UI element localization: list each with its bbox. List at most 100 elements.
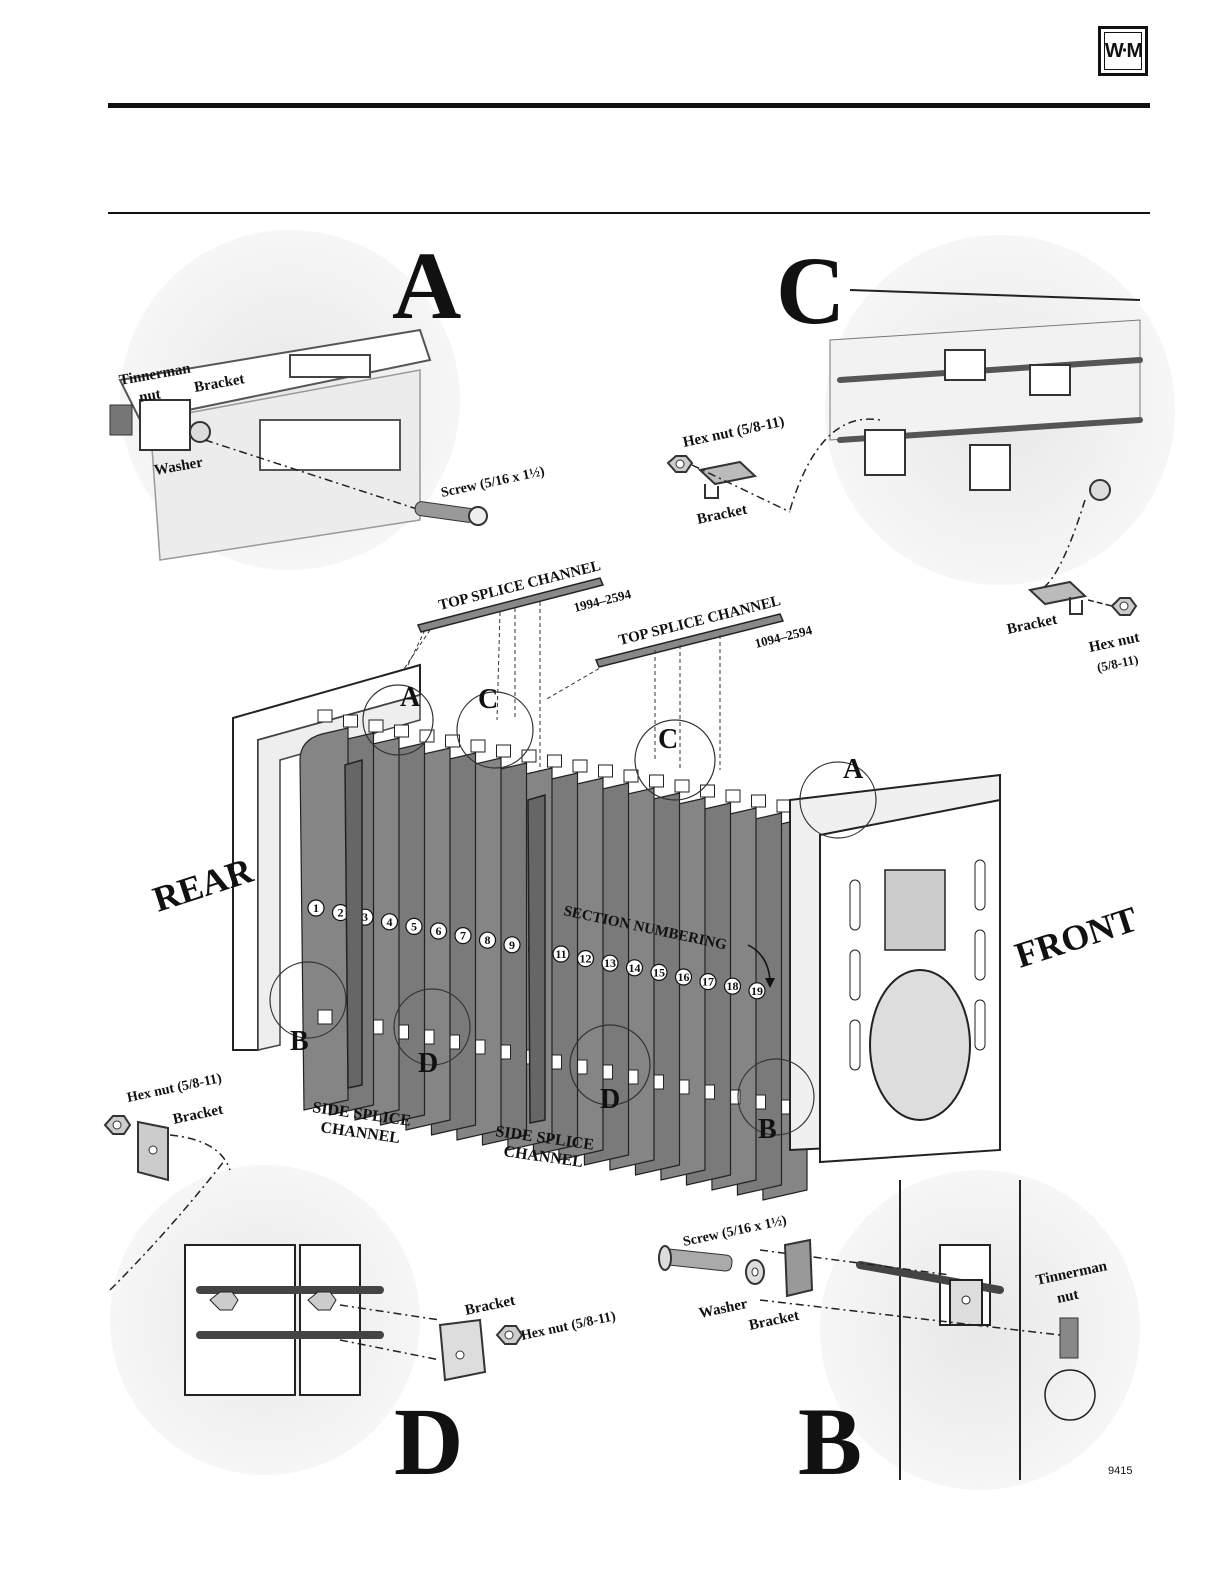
section-number-circle <box>625 959 644 977</box>
section-number: 14 <box>629 961 641 975</box>
section-top-lug <box>470 739 486 753</box>
washer-b-icon <box>745 1259 765 1285</box>
side-splice-channel-1 <box>344 758 363 1089</box>
hex-nut-d2-icon <box>495 1325 524 1345</box>
screw-a-icon <box>414 501 488 526</box>
weil-mclain-logo: W·M <box>1098 26 1148 76</box>
header-rule-thin <box>108 212 1150 214</box>
callout-c-front: C <box>658 724 678 755</box>
section-number: 15 <box>653 965 665 979</box>
section-top-lug <box>751 794 766 808</box>
section-number: 6 <box>436 924 442 938</box>
callout-d-front: D <box>600 1084 620 1115</box>
section-top-lug <box>700 784 715 798</box>
section-number: 17 <box>702 975 714 989</box>
section-number: 7 <box>460 929 466 943</box>
section-top-lug <box>598 764 613 778</box>
section-number-circle <box>454 926 472 945</box>
rear-plate <box>232 663 421 1051</box>
top-splice-channel-1 <box>416 577 605 633</box>
section-top-lug <box>572 759 588 773</box>
label-screw-b: Screw (5/16 x 1½) <box>682 1213 789 1250</box>
label-hex-nut-d2: Hex nut (5/8-11) <box>520 1309 618 1344</box>
section-top-lug <box>649 774 664 788</box>
section-number-circle <box>307 899 325 917</box>
section-numbering-arrowhead <box>765 978 775 988</box>
section-number: 8 <box>485 933 491 947</box>
section-top-lug <box>394 724 409 738</box>
section-number: 9 <box>509 938 515 952</box>
hex-nut-c2-icon <box>1110 597 1138 616</box>
label-front: FRONT <box>1010 899 1142 976</box>
hex-nut-c-icon <box>666 455 694 473</box>
section-number: 13 <box>604 956 616 970</box>
section-number-circle <box>723 977 742 995</box>
label-washer-b: Washer <box>698 1296 750 1322</box>
section-number-circle <box>650 963 668 982</box>
detail-letter-c: C <box>776 237 845 344</box>
section-number-circle <box>478 931 497 949</box>
section-numbering-arrow <box>747 944 771 981</box>
bracket-d1-icon <box>137 1120 169 1182</box>
section-bottom-lug <box>317 1009 333 1025</box>
section-top-lug <box>521 749 537 763</box>
bracket-b-icon <box>783 1238 814 1298</box>
logo-mark: W·M <box>1104 32 1143 70</box>
label-bracket-c2: Bracket <box>1006 612 1059 638</box>
label-hex-nut-c: Hex nut (5/8-11) <box>682 414 786 451</box>
section-number-circle <box>748 982 766 1000</box>
section-number-circle <box>674 968 693 986</box>
screw-b-icon <box>658 1245 733 1272</box>
section-number: 3 <box>362 910 368 924</box>
section-top-lug <box>445 734 460 748</box>
section-number-circle <box>380 913 399 931</box>
section-number-circle <box>576 949 595 968</box>
label-tinnerman-nut-b-2: nut <box>1056 1287 1081 1307</box>
assembly-callout-circles <box>269 684 877 1136</box>
detail-letter-d: D <box>394 1388 463 1495</box>
section-number: 18 <box>727 979 739 993</box>
figure-number: 9415 <box>1108 1465 1133 1477</box>
section-top-lug <box>317 709 333 723</box>
section-top-lug <box>368 719 384 733</box>
section-top-lug <box>547 754 562 768</box>
label-hex-nut-c2-2: (5/8-11) <box>1096 652 1140 675</box>
side-splice-channel-2 <box>527 793 546 1124</box>
label-screw-a: Screw (5/16 x 1½) <box>440 464 547 501</box>
label-bracket-c: Bracket <box>696 502 749 528</box>
section-number: 11 <box>555 947 566 961</box>
section-number-circle <box>503 936 521 954</box>
label-bracket-d2: Bracket <box>464 1293 517 1319</box>
section-number-circle <box>405 917 423 936</box>
detail-a-circle <box>109 230 488 570</box>
hex-nut-d1-icon <box>103 1115 132 1135</box>
section-top-lug <box>496 744 511 758</box>
section-number: 1 <box>313 901 319 915</box>
header-rule-thick <box>108 103 1150 108</box>
top-splice-channel-2 <box>594 613 785 668</box>
section-number: 5 <box>411 919 417 933</box>
section-number-circle <box>601 954 619 972</box>
boiler-sections: 12345678910111213141516171819 <box>299 709 808 1201</box>
section-top-lug <box>776 799 792 813</box>
detail-letter-b: B <box>798 1388 862 1495</box>
bracket-c2-icon <box>1027 580 1088 615</box>
detail-c-circle <box>789 235 1175 591</box>
callout-a-front: A <box>843 754 864 785</box>
section-number-circle <box>552 945 570 963</box>
callout-a-rear: A <box>400 682 421 713</box>
section-top-lug <box>674 779 690 793</box>
section-top-lug <box>725 789 741 803</box>
section-number: 19 <box>751 984 763 998</box>
detail-d-circle <box>109 1159 441 1475</box>
bracket-d2-icon <box>438 1318 487 1382</box>
section-number: 12 <box>580 952 592 966</box>
section-number-circle <box>429 922 448 940</box>
detail-b-circle <box>759 1170 1140 1490</box>
section-number: 4 <box>387 915 393 929</box>
label-bracket-b: Bracket <box>748 1308 801 1334</box>
section-number: 2 <box>338 906 344 920</box>
section-top-lug <box>343 714 358 728</box>
section-number: 16 <box>678 970 690 984</box>
